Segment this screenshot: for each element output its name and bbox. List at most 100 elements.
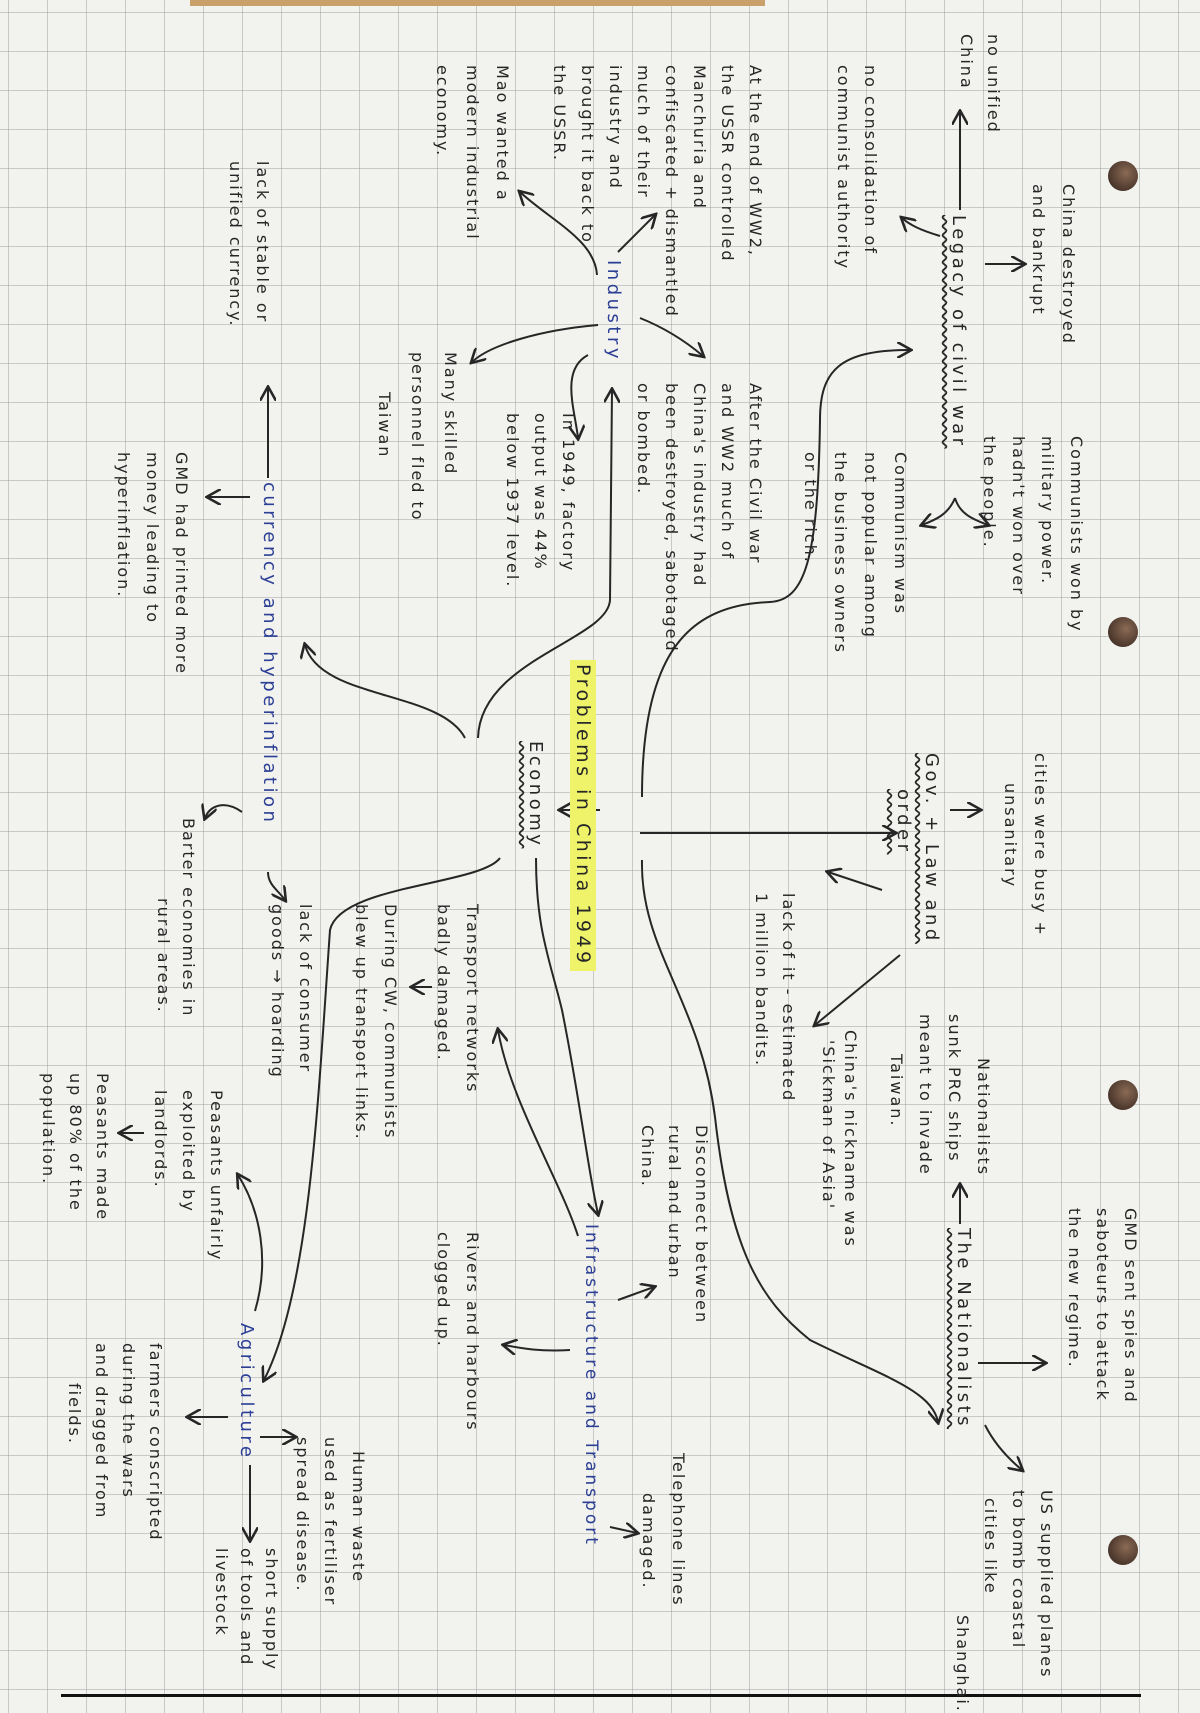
note-nickname: China's nickname was 'Sickman of Asia': [817, 1030, 861, 1248]
page-edge-line: [61, 1694, 1141, 1697]
note-line: unified currency.: [226, 161, 245, 328]
note-sunk-ships: Nationalists sunk PRC ships meant to inv…: [882, 1014, 998, 1176]
heading-legacy: Legacy of civil war: [948, 215, 969, 449]
note-line: sunk PRC ships: [945, 1014, 964, 1163]
heading-gov: Gov. + Law and order: [889, 753, 945, 944]
note-mao: Mao wanted a modern industrial economy.: [427, 65, 517, 241]
note-line: the business owners: [831, 452, 850, 654]
note-telephone: Telephone lines damaged.: [633, 1453, 693, 1607]
note-line: industry and: [606, 65, 625, 190]
page-title: Problems in China 1949: [570, 660, 596, 971]
note-short-supply: short supply of tools and livestock: [209, 1548, 284, 1671]
note-line: below 1937 level.: [503, 413, 522, 589]
arrow-legacy-to-communists-won: [954, 497, 988, 525]
desk-edge: [190, 0, 765, 6]
note-line: lack of stable or: [253, 161, 272, 324]
arrow-industry-to-ussr: [617, 215, 655, 253]
note-peasants-exploited: Peasants unfairly exploited by landlords…: [146, 1090, 230, 1261]
note-line: hyperinflation.: [114, 452, 133, 599]
note-spies: GMD sent spies and saboteurs to attack t…: [1060, 1208, 1144, 1404]
note-line: Shanghai.: [953, 1615, 972, 1713]
note-line: exploited by: [179, 1090, 198, 1213]
note-after-war: After the Civil war and WW2 much of Chin…: [629, 383, 769, 653]
note-line: communist authority: [834, 65, 853, 271]
note-line: During CW, communists: [381, 904, 400, 1140]
note-line: China's nickname was: [841, 1030, 860, 1248]
note-line: and bankrupt: [1029, 184, 1048, 316]
note-line: landlords.: [151, 1090, 170, 1189]
note-line: money leading to: [143, 452, 162, 625]
note-line: goods → hoarding: [268, 904, 287, 1079]
note-line: China.: [638, 1125, 657, 1188]
note-line: Nationalists: [974, 1058, 993, 1177]
arrow-economy-to-industry: [477, 390, 612, 739]
note-line: Peasants unfairly: [207, 1090, 226, 1262]
note-line: lack of it - estimated: [779, 893, 798, 1103]
note-line: GMD had printed more: [172, 452, 191, 675]
note-line: Communists won by: [1067, 436, 1086, 633]
arrow-nationalists-to-us-planes: [984, 1424, 1022, 1470]
note-line: China destroyed: [1059, 184, 1078, 345]
note-line: the USSR controlled: [718, 65, 737, 263]
note-line: the new regime.: [1065, 1208, 1084, 1369]
heading-gov-line: Gov. + Law and: [921, 753, 942, 944]
note-human-waste: Human waste used as fertiliser spread di…: [288, 1437, 372, 1606]
note-line: Barter economies in: [179, 818, 198, 1018]
heading-nationalists: The Nationalists: [953, 1228, 974, 1430]
arrow-industry-to-1949: [571, 354, 589, 438]
heading-agriculture: Agriculture: [236, 1323, 257, 1461]
note-line: brought it back to: [578, 65, 597, 244]
note-line: unsanitary: [1001, 783, 1020, 889]
note-line: and dragged from: [92, 1343, 111, 1520]
arrow-infrastructure-to-telephone: [609, 1527, 637, 1533]
arrow-currency-to-barter: [205, 805, 243, 818]
arrow-infrastructure-to-transport: [498, 1030, 579, 1237]
note-line: military power.: [1038, 436, 1057, 586]
note-peasants-made: Peasants made up 80% of the population.: [35, 1073, 116, 1221]
arrow-gov-to-bandits: [828, 872, 883, 891]
note-line: rural and urban: [665, 1125, 684, 1280]
note-1949-output: In 1949, factory output was 44% below 19…: [498, 413, 582, 588]
note-line: the people.: [980, 436, 999, 549]
note-line: After the Civil war: [746, 383, 765, 565]
note-line: Taiwan.: [887, 1054, 906, 1128]
note-skilled: Many skilled personnel fled to Taiwan: [368, 352, 467, 522]
arrow-title-to-legacy: [641, 350, 910, 798]
note-line: blew up transport links.: [352, 904, 371, 1141]
note-disconnect: Disconnect between rural and urban China…: [634, 1125, 715, 1324]
note-farmers: farmers conscripted during the wars and …: [61, 1343, 169, 1541]
note-line: Telephone lines: [669, 1453, 688, 1607]
note-line: no unified: [984, 34, 1003, 134]
note-line: GMD sent spies and: [1121, 1208, 1140, 1404]
arrow-legacy-to-no-consolidation: [902, 218, 941, 237]
note-line: output was 44%: [531, 413, 550, 571]
note-line: cities like: [981, 1498, 1000, 1595]
note-line: Peasants made: [93, 1073, 112, 1222]
note-line: fields.: [65, 1383, 84, 1445]
note-line: saboteurs to attack: [1093, 1208, 1112, 1402]
note-line: Transport networks: [463, 904, 482, 1094]
note-line: damaged.: [639, 1493, 658, 1590]
note-line: Disconnect between: [692, 1125, 711, 1325]
note-line: short supply: [262, 1548, 281, 1671]
note-line: 1 million bandits.: [752, 893, 771, 1068]
note-line: the USSR.: [550, 65, 569, 162]
note-line: used as fertiliser: [321, 1437, 340, 1607]
note-line: Rivers and harbours: [463, 1232, 482, 1432]
note-us-planes: US supplied planes to bomb coastal citie…: [948, 1490, 1060, 1713]
arrow-economy-to-agriculture: [264, 857, 501, 1380]
note-line: confiscated + dismantled: [662, 65, 681, 318]
note-lack-stable: lack of stable or unified currency.: [222, 161, 276, 327]
arrow-gov-to-nickname: [815, 954, 901, 1025]
arrow-legacy-to-communism: [922, 497, 956, 525]
arrow-infrastructure-to-rivers: [504, 1345, 571, 1351]
note-line: modern industrial: [463, 65, 482, 241]
heading-infrastructure: Infrastructure and Transport: [581, 1224, 601, 1547]
note-line: In 1949, factory: [559, 413, 578, 573]
note-line: not popular among: [861, 452, 880, 639]
note-communism-unpopular: Communism was not popular among the busi…: [795, 452, 915, 654]
note-no-unified: no unified China: [953, 34, 1007, 134]
note-line: been destroyed, sabotaged: [662, 383, 681, 653]
